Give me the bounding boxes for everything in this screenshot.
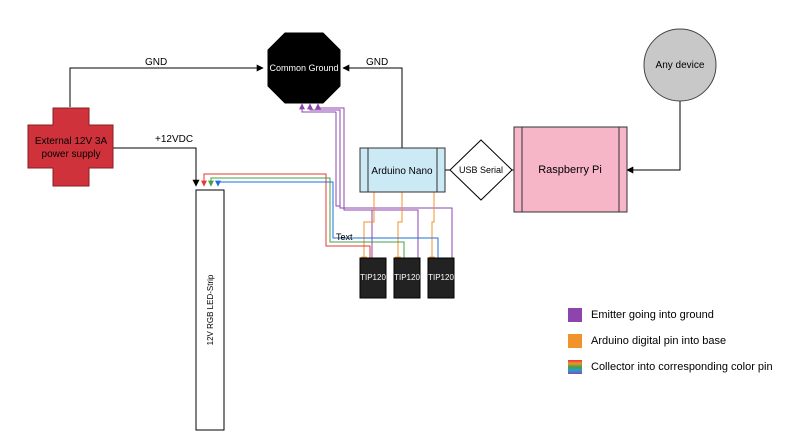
legend-item-base: Arduino digital pin into base: [568, 329, 773, 353]
raspberry-pi-label: Raspberry Pi: [538, 164, 602, 176]
transistor-1: [359, 257, 387, 299]
gnd-wire-left: [69, 64, 264, 107]
device-to-pi-wire: [626, 100, 681, 174]
common-ground-node: [267, 32, 341, 104]
led-strip-label: 12V RGB LED-Strip: [206, 274, 215, 345]
legend-item-collector: Collector into corresponding color pin: [568, 355, 773, 379]
legend-swatch-rainbow: [568, 360, 582, 374]
legend-swatch-orange: [568, 334, 582, 348]
emitter-wire-4: [299, 103, 336, 113]
transistor-3-label: TIP120: [428, 273, 454, 282]
led-strip-node: [195, 189, 225, 431]
legend-item-emitter: Emitter going into ground: [568, 303, 773, 327]
usb-serial-label: USB Serial: [459, 165, 503, 175]
vcc-label: +12VDC: [155, 134, 193, 145]
emitter-wire-1: [315, 103, 373, 258]
emitter-wire-5: [335, 112, 340, 207]
gnd-wire-right: [342, 64, 403, 148]
base-wire-3: [429, 192, 435, 263]
legend: Emitter going into ground Arduino digita…: [568, 303, 773, 381]
power-supply-label-1: External 12V 3A: [35, 136, 108, 147]
usb-serial-node: [449, 139, 513, 201]
legend-swatch-purple: [568, 308, 582, 322]
legend-label-base: Arduino digital pin into base: [591, 335, 727, 347]
arduino-node: [359, 147, 446, 193]
transistor-1-label: TIP120: [360, 273, 386, 282]
transistor-2: [393, 257, 421, 299]
common-ground-label: Common Ground: [269, 63, 338, 73]
collector-wire-red: [201, 173, 371, 258]
power-supply-node: [27, 107, 114, 187]
legend-label-emitter: Emitter going into ground: [591, 309, 714, 321]
vcc-wire: [113, 147, 200, 187]
any-device-node: [643, 28, 717, 102]
emitter-wire-3: [307, 103, 453, 258]
collector-wire-blue: [215, 180, 439, 258]
collector-wire-green: [208, 177, 405, 258]
emitter-wire-2: [344, 209, 419, 258]
legend-label-collector: Collector into corresponding color pin: [591, 361, 773, 373]
base-wire-2: [395, 192, 403, 263]
transistor-2-label: TIP120: [394, 273, 420, 282]
gnd-label-left: GND: [145, 57, 167, 68]
text-label: Text: [336, 232, 353, 242]
raspberry-pi-node: [513, 126, 628, 213]
transistor-3: [427, 257, 455, 299]
gnd-label-right: GND: [366, 57, 388, 68]
power-supply-label-2: power supply: [42, 149, 101, 160]
arduino-label: Arduino Nano: [371, 166, 433, 177]
any-device-label: Any device: [656, 60, 705, 71]
